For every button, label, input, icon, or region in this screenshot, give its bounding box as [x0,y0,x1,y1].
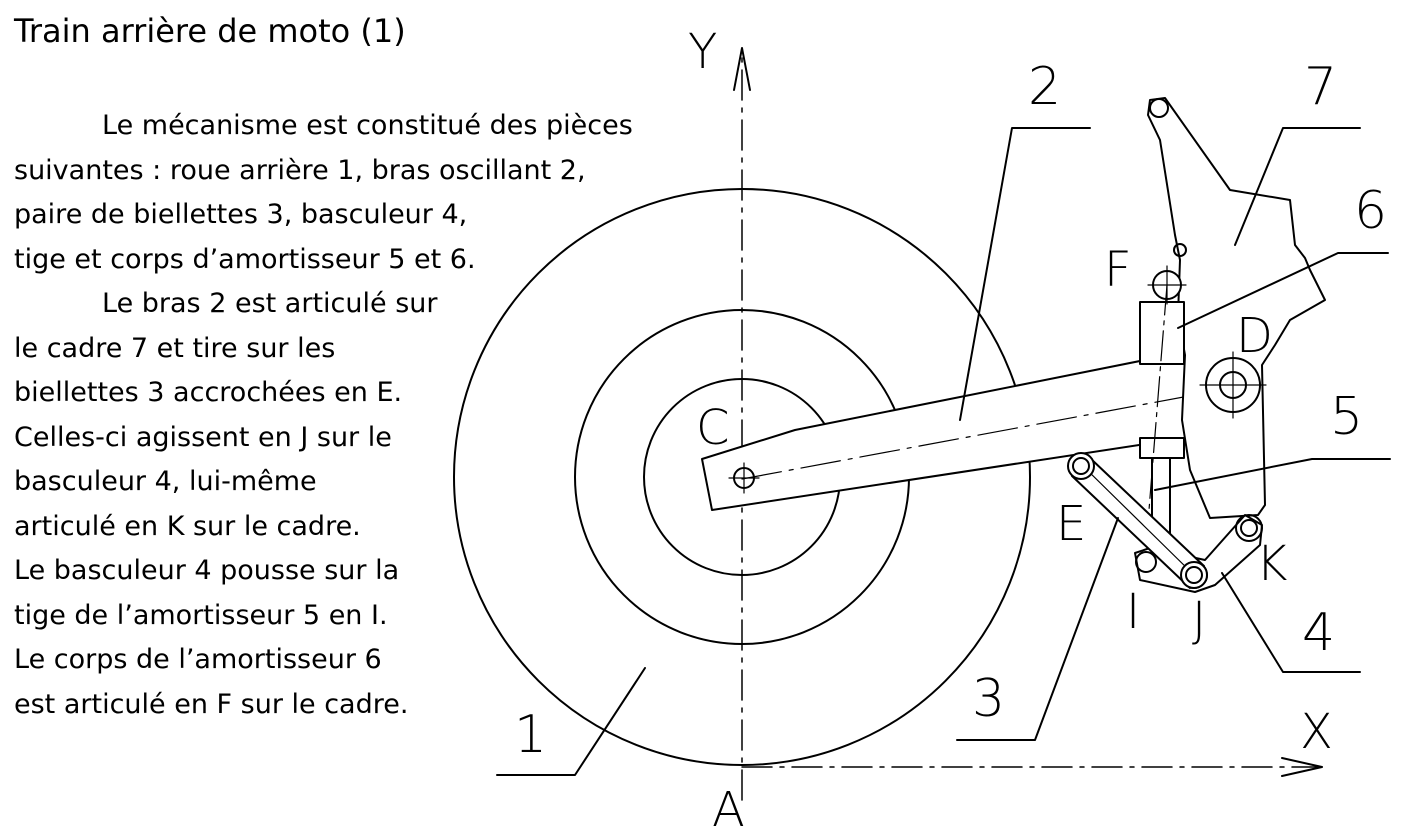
axis-label-y: Y [688,24,717,80]
axes [733,47,1323,801]
part-label-2: 2 [1028,57,1061,117]
point-label-i: I [1126,584,1140,640]
leader-part-4 [1221,572,1361,673]
pivot-e-outer [1067,452,1095,480]
wheel-outer-circle [453,188,1031,766]
point-label-e: E [1056,496,1086,552]
point-label-c: C [696,400,730,456]
point-label-d: D [1236,308,1273,364]
page-title: Train arrière de moto (1) [14,12,406,50]
description-line: est articulé en F sur le cadre. [14,688,409,720]
description-line: Le bras 2 est articulé sur [102,288,438,319]
point-label-j: J [1192,592,1206,648]
frame-outline [1147,97,1326,519]
description-line: paire de biellettes 3, basculeur 4, [14,199,468,230]
description-line: suivantes : roue arrière 1, bras oscilla… [14,154,586,186]
description-line: tige et corps d’amortisseur 5 et 6. [14,243,476,275]
leader-part-5 [1154,458,1391,491]
point-label-a: A [712,782,745,829]
part-label-5: 5 [1330,387,1363,447]
leader-lines [496,127,1391,776]
description-line: basculeur 4, lui-même [14,466,317,497]
pivot-e-inner [1072,457,1090,475]
x-axis-arrow [1281,757,1323,777]
link-inner-line [1081,464,1195,576]
point-label-k: K [1256,536,1287,592]
description-line: articulé en K sur le cadre. [14,510,361,542]
frame-upper-hole [1149,98,1169,118]
leader-part-2 [959,127,1091,421]
pivot-k-inner [1240,519,1258,537]
pivot-k-outer [1235,514,1263,542]
link-part-3 [1067,452,1208,589]
frame-small-hole [1173,243,1187,257]
part-label-7: 7 [1304,57,1337,117]
description-line: Le corps de l’amortisseur 6 [14,644,382,675]
swing-arm-centerline [741,387,1233,480]
point-label-f: F [1104,242,1132,298]
leader-part-6 [1177,252,1389,329]
shock-body-lower [1139,437,1185,459]
part-label-4: 4 [1302,603,1335,663]
pivot-j-front-inner [1185,566,1203,584]
pivot-i-circle [1135,551,1157,573]
description-line: biellettes 3 accrochées en E. [14,377,403,408]
leader-part-7 [1234,127,1361,246]
description-line: Le mécanisme est constitué des pièces [102,110,633,141]
leader-part-3 [956,517,1119,741]
description-line: Celles-ci agissent en J sur le [14,421,392,453]
leader-part-1 [496,667,646,776]
description-text: Le mécanisme est constitué des pièces su… [14,104,633,727]
part-label-6: 6 [1354,181,1387,241]
pivot-j-front [1180,561,1208,589]
y-axis-arrow [733,47,751,91]
axis-label-x: X [1300,704,1333,760]
frame-part-7 [1147,97,1326,519]
description-line: le cadre 7 et tire sur les [14,332,336,364]
description-line: tige de l’amortisseur 5 en I. [14,599,388,631]
part-label-3: 3 [972,669,1005,729]
description-line: Le basculeur 4 pousse sur la [14,555,400,586]
part-label-1: 1 [514,705,547,765]
labels: Y X A C D E F I J K 1 2 3 4 5 6 7 [514,24,1387,829]
